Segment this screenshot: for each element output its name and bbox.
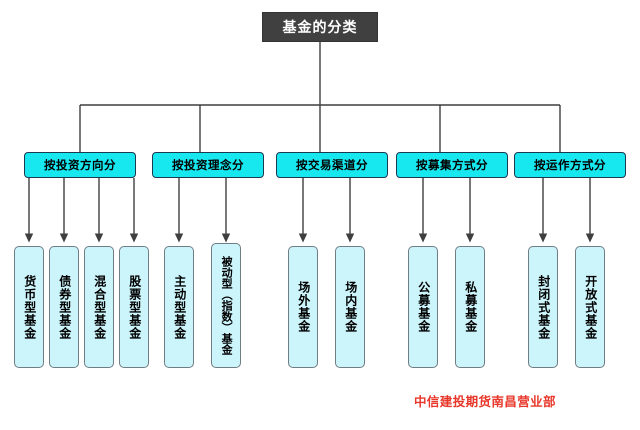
leaf-label: 货币型基金 bbox=[22, 274, 37, 340]
leaf-label: 债券型基金 bbox=[57, 274, 72, 340]
category-box-fundraising-method[interactable]: 按募集方式分 bbox=[396, 152, 508, 178]
leaf-label: 封闭式基金 bbox=[536, 274, 551, 340]
leaf-box-otc-fund[interactable]: 场外基金 bbox=[288, 246, 318, 368]
leaf-box-public-fund[interactable]: 公募基金 bbox=[408, 246, 438, 368]
leaf-box-bond-fund[interactable]: 债券型基金 bbox=[49, 246, 79, 368]
leaf-box-private-fund[interactable]: 私募基金 bbox=[455, 246, 485, 368]
category-box-investment-direction[interactable]: 按投资方向分 bbox=[24, 152, 136, 178]
leaf-box-passive-index-fund[interactable]: 被动型（指数）基金 bbox=[211, 243, 241, 368]
category-box-trading-channel[interactable]: 按交易渠道分 bbox=[276, 152, 388, 178]
leaf-box-equity-fund[interactable]: 股票型基金 bbox=[119, 246, 149, 368]
leaf-label: 开放式基金 bbox=[583, 274, 598, 340]
category-label: 按运作方式分 bbox=[534, 158, 606, 172]
leaf-box-exchange-traded-fund[interactable]: 场内基金 bbox=[335, 246, 365, 368]
leaf-label: 公募基金 bbox=[416, 281, 431, 333]
page-title: 基金的分类 bbox=[282, 20, 358, 36]
root-title-box: 基金的分类 bbox=[262, 12, 378, 42]
leaf-label: 场内基金 bbox=[343, 281, 358, 333]
leaf-box-closed-end-fund[interactable]: 封闭式基金 bbox=[528, 246, 558, 368]
leaf-box-money-market-fund[interactable]: 货币型基金 bbox=[14, 246, 44, 368]
leaf-label: 主动型基金 bbox=[172, 274, 187, 340]
category-box-investment-philosophy[interactable]: 按投资理念分 bbox=[152, 152, 264, 178]
category-label: 按交易渠道分 bbox=[296, 158, 368, 172]
leaf-label: 股票型基金 bbox=[127, 274, 142, 340]
category-label: 按投资理念分 bbox=[172, 158, 244, 172]
category-label: 按募集方式分 bbox=[416, 158, 488, 172]
leaf-box-active-fund[interactable]: 主动型基金 bbox=[164, 246, 194, 368]
category-label: 按投资方向分 bbox=[44, 158, 116, 172]
leaf-label: 私募基金 bbox=[463, 281, 478, 333]
leaf-box-hybrid-fund[interactable]: 混合型基金 bbox=[84, 246, 114, 368]
leaf-label: 被动型（指数）基金 bbox=[220, 256, 234, 355]
leaf-label: 场外基金 bbox=[296, 281, 311, 333]
leaf-label: 混合型基金 bbox=[92, 274, 107, 340]
leaf-box-open-end-fund[interactable]: 开放式基金 bbox=[575, 246, 605, 368]
category-box-operation-method[interactable]: 按运作方式分 bbox=[514, 152, 626, 178]
watermark-text: 中信建投期货南昌营业部 bbox=[414, 394, 556, 409]
